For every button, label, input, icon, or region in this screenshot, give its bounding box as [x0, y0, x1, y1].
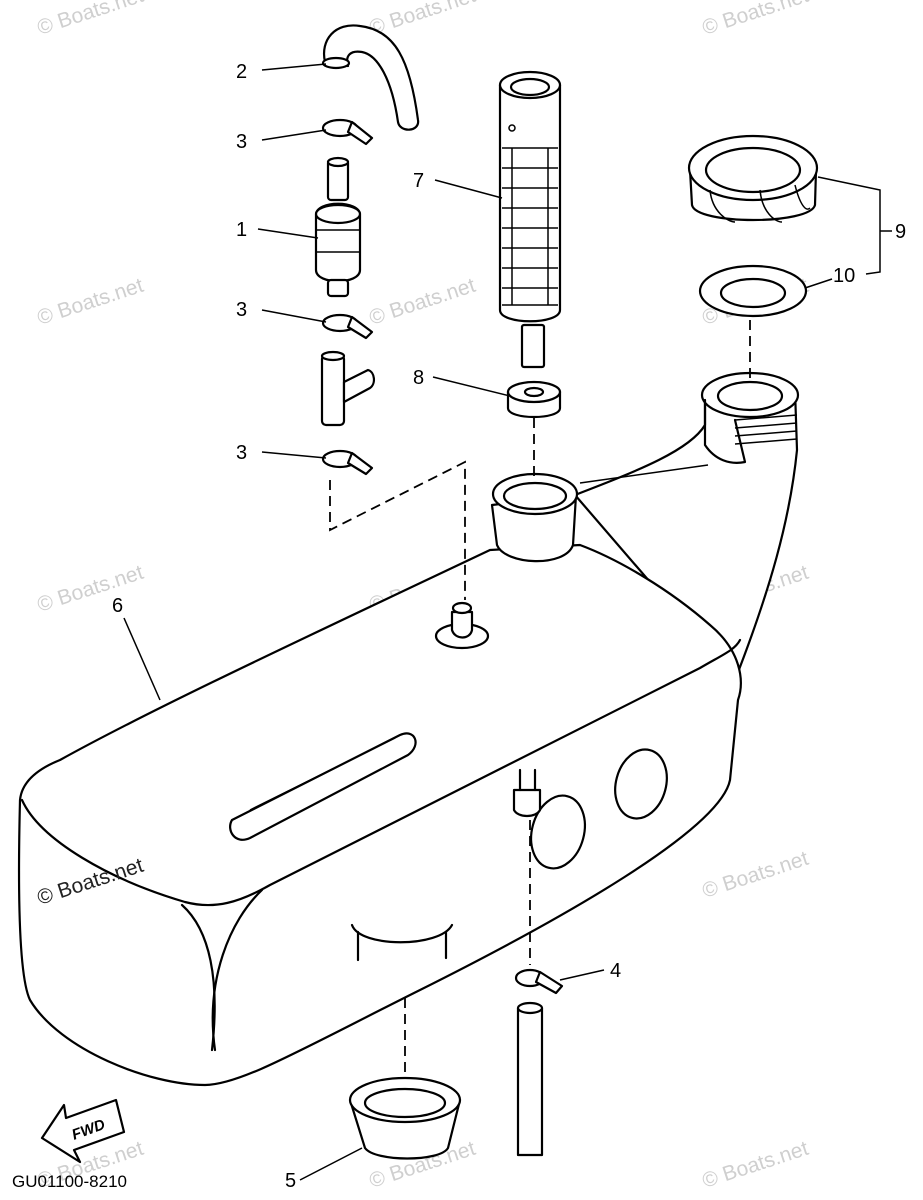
callout-4: 4	[610, 960, 621, 982]
callout-3-bottom: 3	[236, 442, 247, 464]
diagram-code: GU01100-8210	[12, 1172, 127, 1191]
part-5-drain-cap	[348, 1076, 462, 1160]
callout-7: 7	[413, 170, 424, 192]
part-8-grommet	[506, 380, 562, 418]
part-3-clip-top	[321, 118, 374, 146]
oil-tank	[17, 371, 800, 1087]
tank-handle	[229, 732, 417, 841]
tank-body	[17, 543, 742, 1087]
fwd-arrow-icon: FWD	[40, 1098, 126, 1164]
connector-dashed-vent	[329, 460, 466, 600]
tank-window-right	[614, 748, 668, 820]
watermark: © Boats.net	[699, 1137, 811, 1193]
callout-6: 6	[112, 595, 123, 617]
callout-5: 5	[285, 1170, 296, 1192]
tank-top-neck	[490, 472, 579, 563]
watermark: © Boats.net	[34, 274, 146, 330]
callout-1: 1	[236, 219, 247, 241]
tank-outlet-fitting	[512, 768, 542, 818]
watermark: © Boats.net	[699, 0, 811, 40]
watermark: © Boats.net	[34, 561, 146, 617]
part-10-gasket	[698, 264, 808, 318]
watermark: © Boats.net	[366, 274, 478, 330]
callout-labels: 2 3 1 3 3 7 8 9 10 6 4 5	[112, 61, 906, 1192]
part-3-clip-middle	[321, 313, 374, 340]
leader-lines	[123, 63, 892, 1181]
tank-vent-fitting	[434, 601, 490, 650]
part-drain-hose	[516, 1001, 544, 1157]
filler-neck-thread	[700, 371, 800, 464]
part-3-clip-bottom	[321, 449, 374, 476]
callout-2: 2	[236, 61, 247, 83]
callout-3-middle: 3	[236, 299, 247, 321]
part-2-vent-hose	[321, 24, 420, 131]
callout-8: 8	[413, 367, 424, 389]
callout-9: 9	[895, 221, 906, 243]
part-4-clip	[514, 968, 564, 995]
tank-window-left	[530, 794, 586, 870]
watermark: © Boats.net	[34, 0, 146, 40]
part-1-fuel-filter	[314, 156, 362, 298]
part-7-strainer	[498, 70, 562, 369]
callout-10: 10	[833, 265, 855, 287]
callout-3-top: 3	[236, 131, 247, 153]
watermark: © Boats.net	[699, 847, 811, 903]
part-t-joint	[320, 350, 375, 427]
part-9-filler-cap	[687, 134, 819, 223]
